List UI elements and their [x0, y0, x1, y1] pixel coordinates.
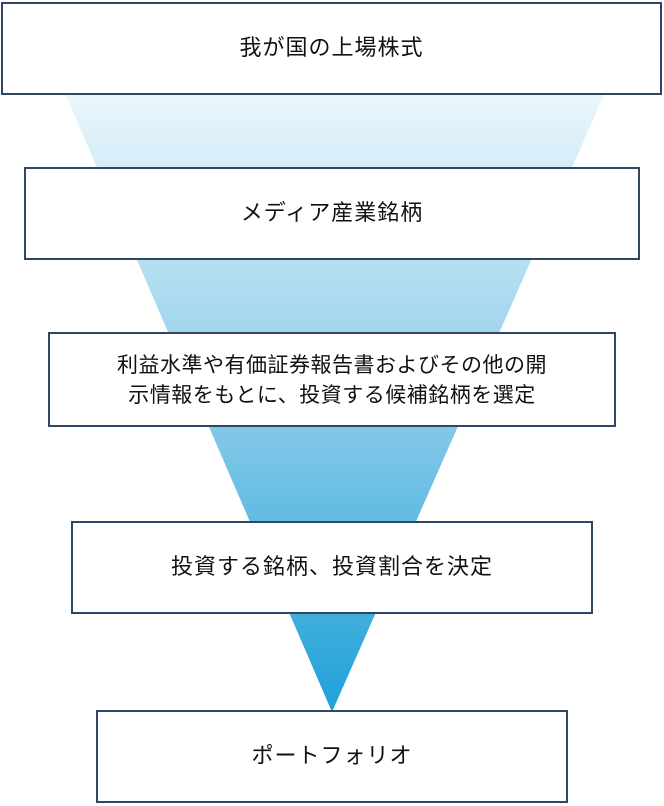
step-media-industry-stocks: メディア産業銘柄	[24, 167, 640, 260]
step-label-line-1: 利益水準や有価証券報告書およびその他の開	[117, 352, 547, 377]
step-label: ポートフォリオ	[251, 743, 413, 769]
step-label: 投資する銘柄、投資割合を決定	[170, 554, 493, 580]
step-listed-stocks: 我が国の上場株式	[1, 2, 662, 95]
step-portfolio: ポートフォリオ	[96, 710, 568, 803]
step-label-group: 利益水準や有価証券報告書およびその他の開 示情報をもとに、投資する候補銘柄を選定	[117, 350, 547, 410]
step-label: 我が国の上場株式	[239, 35, 424, 61]
step-candidate-selection: 利益水準や有価証券報告書およびその他の開 示情報をもとに、投資する候補銘柄を選定	[48, 332, 616, 427]
step-label: メディア産業銘柄	[240, 200, 424, 226]
step-label-line-2: 示情報をもとに、投資する候補銘柄を選定	[128, 382, 536, 407]
step-decide-allocation: 投資する銘柄、投資割合を決定	[71, 521, 593, 614]
